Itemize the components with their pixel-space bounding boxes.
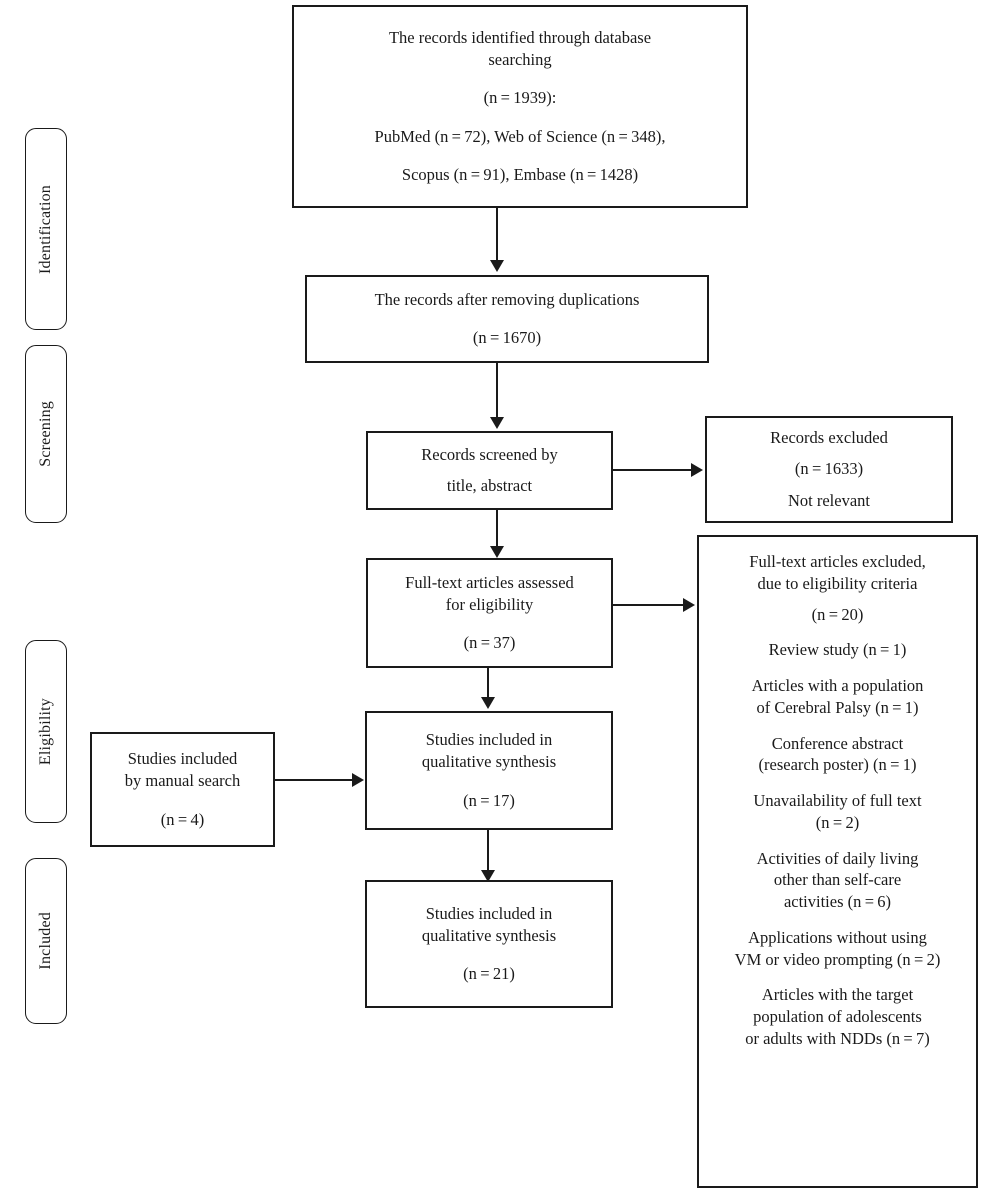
node-line: VM or video prompting (n = 2) — [734, 949, 941, 969]
arrowhead-down — [490, 417, 504, 429]
node-line: other than self-care — [773, 870, 902, 890]
node-line: (n = 4) — [160, 809, 205, 829]
node-line: Unavailability of full text — [753, 791, 922, 811]
exclusion-header: Full-text articles excluded, due to elig… — [709, 551, 966, 625]
node-line: searching — [488, 50, 552, 70]
stage-label-screening: Screening — [37, 401, 54, 467]
exclusion-reason-item: Conference abstract (research poster) (n… — [709, 733, 966, 777]
node-qualitative-synthesis-17: Studies included in qualitative synthesi… — [365, 711, 613, 830]
node-line: Articles with a population — [751, 676, 924, 696]
connector-identified-to-duplicates — [496, 208, 498, 262]
stage-tab-screening: Screening — [25, 345, 67, 523]
node-line: title, abstract — [446, 476, 533, 495]
arrowhead-right — [683, 598, 695, 612]
stage-tab-eligibility: Eligibility — [25, 640, 67, 823]
node-line: population of adolescents — [753, 1007, 922, 1027]
exclusion-reason-item: Applications without using VM or video p… — [709, 927, 966, 971]
node-line: Full-text articles assessed — [405, 572, 574, 592]
node-line: activities (n = 6) — [783, 892, 892, 912]
node-fulltext-assessed: Full-text articles assessed for eligibil… — [366, 558, 613, 668]
node-line: Full-text articles excluded, — [749, 552, 926, 571]
node-line: Studies included in — [425, 903, 553, 923]
connector-screened-to-excluded — [613, 469, 693, 471]
node-line: Not relevant — [787, 490, 870, 510]
node-line: (n = 1633) — [794, 459, 864, 479]
exclusion-reason-item: Articles with the target population of a… — [709, 984, 966, 1049]
node-line: Scopus (n = 91), Embase (n = 1428) — [401, 164, 639, 184]
node-records-screened: Records screened by title, abstract — [366, 431, 613, 510]
node-line: Studies included in — [425, 730, 553, 750]
connector-fulltext-to-exclusion-list — [613, 604, 685, 606]
stage-tab-included: Included — [25, 858, 67, 1024]
node-line: Records excluded — [770, 428, 888, 448]
node-line: or adults with NDDs (n = 7) — [745, 1029, 930, 1049]
node-line: The records identified through database — [388, 27, 652, 47]
node-line: Articles with the target — [761, 985, 914, 1005]
exclusion-reason-item: Review study (n = 1) — [709, 639, 966, 661]
connector-duplicates-to-screened — [496, 363, 498, 419]
node-line: (n = 21) — [463, 964, 515, 984]
arrowhead-down — [481, 870, 495, 882]
exclusion-reason-item: Activities of daily living other than se… — [709, 848, 966, 913]
connector-screened-to-fulltext — [496, 510, 498, 548]
node-line: Studies included — [127, 749, 238, 769]
stage-label-identification: Identification — [37, 184, 54, 274]
connector-fulltext-to-synthesis17 — [487, 668, 489, 699]
node-line: qualitative synthesis — [421, 925, 557, 945]
node-line: Review study (n = 1) — [768, 640, 907, 660]
node-qualitative-synthesis-21: Studies included in qualitative synthesi… — [365, 880, 613, 1008]
node-line: (n = 2) — [815, 812, 860, 832]
node-line: due to eligibility criteria — [757, 573, 918, 593]
node-line: of Cerebral Palsy (n = 1) — [756, 697, 919, 717]
arrowhead-down — [490, 260, 504, 272]
exclusion-reason-item: Articles with a population of Cerebral P… — [709, 675, 966, 719]
node-line: (n = 1939): — [483, 88, 557, 108]
node-records-after-duplicates: The records after removing duplications … — [305, 275, 709, 363]
node-line: (research poster) (n = 1) — [758, 755, 917, 775]
stage-label-included: Included — [37, 912, 54, 970]
node-line: Conference abstract — [771, 733, 904, 753]
arrowhead-right — [352, 773, 364, 787]
node-line: Activities of daily living — [756, 848, 919, 868]
arrowhead-down — [490, 546, 504, 558]
node-records-excluded: Records excluded (n = 1633) Not relevant — [705, 416, 953, 523]
stage-label-eligibility: Eligibility — [37, 697, 54, 766]
node-line: The records after removing duplications — [374, 289, 640, 309]
node-line: by manual search — [124, 771, 241, 791]
node-manual-search: Studies included by manual search (n = 4… — [90, 732, 275, 847]
node-line: qualitative synthesis — [421, 752, 557, 772]
node-line: (n = 37) — [463, 633, 516, 653]
stage-tab-identification: Identification — [25, 128, 67, 330]
node-line: PubMed (n = 72), Web of Science (n = 348… — [374, 126, 666, 146]
node-line: (n = 17) — [463, 790, 515, 810]
node-line: for eligibility — [445, 594, 534, 614]
node-line: Applications without using — [748, 927, 927, 947]
node-records-identified: The records identified through database … — [292, 5, 748, 208]
arrowhead-right — [691, 463, 703, 477]
node-line: (n = 1670) — [472, 328, 542, 347]
connector-synthesis17-to-synthesis21 — [487, 830, 489, 872]
exclusion-reason-item: Unavailability of full text (n = 2) — [709, 790, 966, 834]
connector-manual-to-synthesis17 — [275, 779, 354, 781]
arrowhead-down — [481, 697, 495, 709]
node-line: Records screened by — [421, 444, 558, 464]
node-fulltext-exclusion-list: Full-text articles excluded, due to elig… — [697, 535, 978, 1188]
node-line: (n = 20) — [811, 604, 864, 624]
